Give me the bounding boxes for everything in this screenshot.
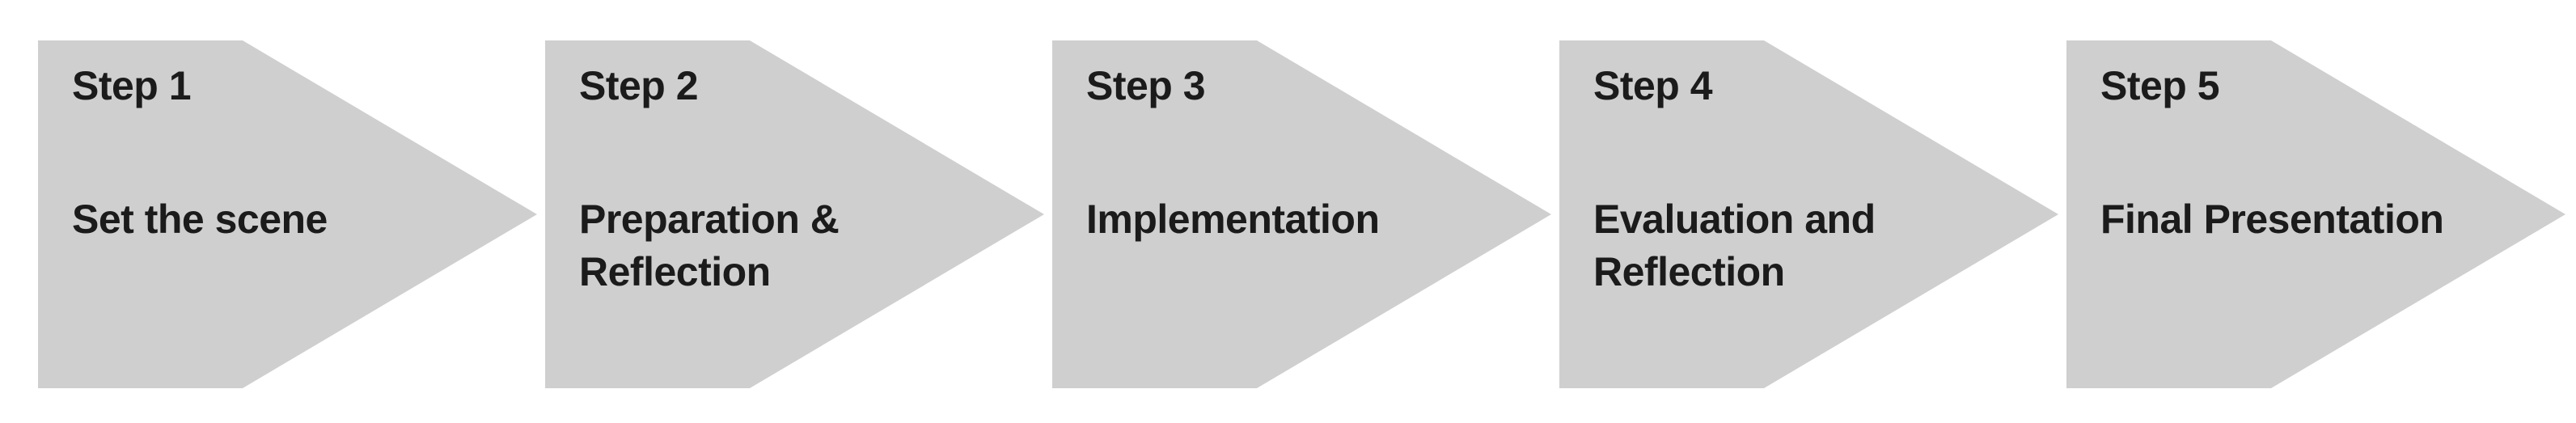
step-title: Set the scene [72,197,328,242]
step-title: Evaluation and Reflection [1593,197,1876,294]
step-title: Final Presentation [2100,197,2444,242]
step-label: Step 1 [72,63,192,108]
step-arrow-5: Step 5 Final Presentation [2066,40,2565,388]
step-arrow-4: Step 4 Evaluation and Reflection [1559,40,2058,388]
step-title: Implementation [1086,197,1380,242]
step-label: Step 2 [579,63,699,108]
step-label: Step 3 [1086,63,1206,108]
step-label: Step 5 [2100,63,2220,108]
step-arrow-3: Step 3 Implementation [1052,40,1551,388]
step-arrow-row: Step 1 Set the scene Step 2 Preparation … [38,40,2565,388]
step-arrow-2: Step 2 Preparation & Reflection [545,40,1044,388]
step-title: Preparation & Reflection [579,197,840,294]
step-label: Step 4 [1593,63,1713,108]
step-arrow-1: Step 1 Set the scene [38,40,537,388]
